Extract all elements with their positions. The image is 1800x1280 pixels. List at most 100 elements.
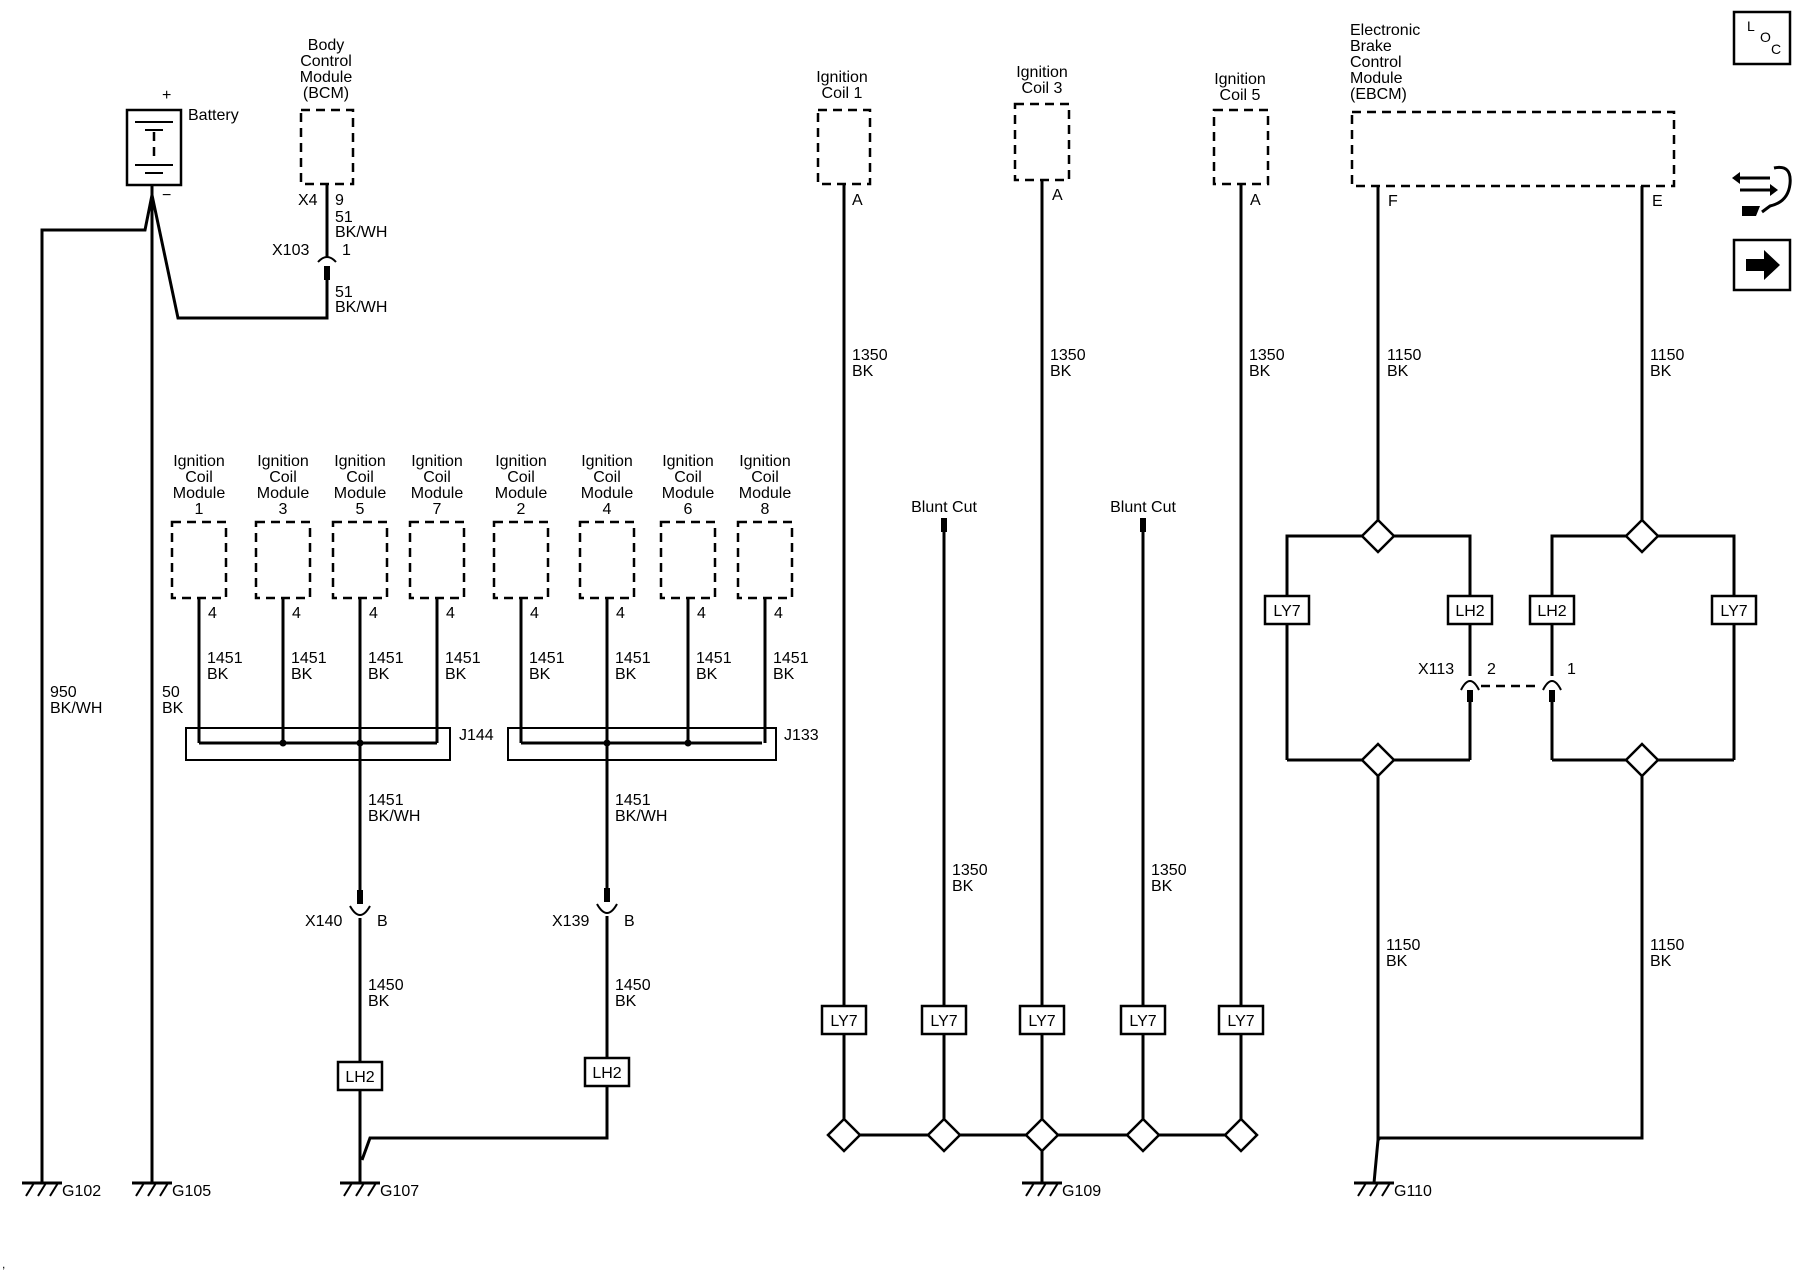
coil-module-color: BK	[529, 666, 551, 683]
bcm-wire1-circuit: 51	[335, 209, 353, 226]
coil-module-name-line: Module	[173, 485, 226, 502]
ebcm-wire-f-color: BK	[1387, 363, 1409, 380]
bcm-wire1-color: BK/WH	[335, 224, 387, 241]
j133-out-circuit: 1451	[615, 792, 651, 809]
coil-module-circuit: 1451	[207, 650, 243, 667]
bcm-wire2-circuit: 51	[335, 284, 353, 301]
coil-module-name-line: Module	[411, 485, 464, 502]
loc-icon-l: L	[1747, 18, 1755, 34]
battery: + − Battery	[125, 87, 239, 204]
coil3-name-1: Ignition	[1016, 64, 1068, 81]
coil-module-pin: 4	[292, 605, 301, 622]
coil-module-name-line: Coil	[423, 469, 451, 486]
bcm-module: Body Control Module (BCM) X4 9 51 BK/WH …	[272, 37, 387, 316]
ground-g109: G109	[1022, 1181, 1101, 1200]
ground-g110: G110	[1354, 1181, 1432, 1200]
coil-module-name-line: Module	[334, 485, 387, 502]
wire-50-color: BK	[162, 700, 184, 717]
coil-module-name-line: 3	[279, 501, 288, 518]
blunt-cut-1-option: LY7	[930, 1013, 957, 1030]
ebcm-ground-left-circuit: 1150	[1386, 937, 1421, 954]
coil-module-circuit: 1451	[368, 650, 404, 667]
coil-module-color: BK	[445, 666, 467, 683]
coil-module-color: BK	[291, 666, 313, 683]
ebcm-wire-e-color: BK	[1650, 363, 1672, 380]
ignition-coil-1: Ignition Coil 1 A 1350 BK LY7	[816, 69, 888, 1036]
coil-module-name-line: 1	[195, 501, 204, 518]
ebcm-ground-left-color: BK	[1386, 953, 1408, 970]
ebcm-module: Electronic Brake Control Module (EBCM) F…	[1263, 22, 1758, 1184]
battery-label: Battery	[188, 107, 239, 124]
corner-mark: ,	[2, 1257, 5, 1271]
splice-pack-j133: J133 1451 BK/WH X139 B 1450 BK LH2	[360, 727, 819, 1161]
ground-g107: G107	[340, 1181, 419, 1200]
ground-g105: G105	[132, 1181, 211, 1200]
splice-pack-j144: J144 1451 BK/WH X140 B 1450 BK LH2	[185, 727, 494, 1183]
ground-label: G109	[1062, 1183, 1101, 1200]
arrow-right-icon[interactable]	[1732, 238, 1792, 292]
coil-module-name-line: Ignition	[581, 453, 633, 470]
coil-module-name-line: Coil	[674, 469, 702, 486]
j133-label: J133	[784, 727, 819, 744]
ebcm-wire-f-circuit: 1150	[1387, 347, 1422, 364]
loc-icon[interactable]: L O C	[1732, 10, 1792, 66]
wrench-schematic-icon[interactable]	[1732, 165, 1792, 216]
coil-module-name-line: Ignition	[662, 453, 714, 470]
coil-module-name-line: Ignition	[411, 453, 463, 470]
ebcm-right-ly7: LY7	[1720, 603, 1747, 620]
coil5-name-1: Ignition	[1214, 71, 1266, 88]
coil-module-name-line: 4	[603, 501, 612, 518]
coil5-pin: A	[1250, 192, 1261, 209]
coil1-name-1: Ignition	[816, 69, 868, 86]
blunt-cut-1: Blunt Cut 1350 BK LY7	[911, 499, 988, 1036]
x140-ground-circuit: 1450	[368, 977, 404, 994]
coil-module-pin: 4	[774, 605, 783, 622]
coil3-color: BK	[1050, 363, 1072, 380]
coil5-name-2: Coil 5	[1220, 87, 1261, 104]
ebcm-wire-e-circuit: 1150	[1650, 347, 1685, 364]
coil-module-circuit: 1451	[291, 650, 327, 667]
ebcm-name-4: Module	[1350, 70, 1403, 87]
battery-ground-wires: 950 BK/WH 50 BK	[40, 185, 329, 1183]
coil-module-name-line: Ignition	[334, 453, 386, 470]
blunt-cut-2: Blunt Cut 1350 BK LY7	[1110, 499, 1187, 1036]
coil-module-name-line: Module	[739, 485, 792, 502]
x113-label: X113	[1418, 661, 1454, 678]
coil-module-pin: 4	[208, 605, 217, 622]
coil-module-name-line: 5	[356, 501, 365, 518]
g109-bus	[826, 1034, 1259, 1183]
coil1-option: LY7	[830, 1013, 857, 1030]
bcm-wire2-color: BK/WH	[335, 299, 387, 316]
bcm-pin: 9	[335, 192, 344, 209]
coil-module-circuit: 1451	[696, 650, 732, 667]
coil-module-color: BK	[615, 666, 637, 683]
j144-label: J144	[459, 727, 494, 744]
loc-icon-c: C	[1771, 41, 1781, 57]
wire-50-circuit: 50	[162, 684, 180, 701]
blunt-cut-2-label: Blunt Cut	[1110, 499, 1176, 516]
blunt-cut-1-circuit: 1350	[952, 862, 988, 879]
bcm-name-1: Body	[308, 37, 344, 54]
coil-module-name-line: 8	[761, 501, 770, 518]
wire-950-circuit: 950	[50, 684, 77, 701]
ground-g102: G102	[22, 1181, 101, 1200]
coil-module-name-line: 6	[684, 501, 693, 518]
ebcm-name-3: Control	[1350, 54, 1402, 71]
coil3-circuit: 1350	[1050, 347, 1086, 364]
coil-module-name-line: Module	[662, 485, 715, 502]
x140-ground-color: BK	[368, 993, 390, 1010]
ebcm-left-lh2: LH2	[1455, 603, 1484, 620]
coil5-circuit: 1350	[1249, 347, 1285, 364]
coil-module-name-line: Ignition	[257, 453, 309, 470]
coil-module-circuit: 1451	[529, 650, 565, 667]
coil1-circuit: 1350	[852, 347, 888, 364]
blunt-cut-2-circuit: 1350	[1151, 862, 1187, 879]
coil5-color: BK	[1249, 363, 1271, 380]
